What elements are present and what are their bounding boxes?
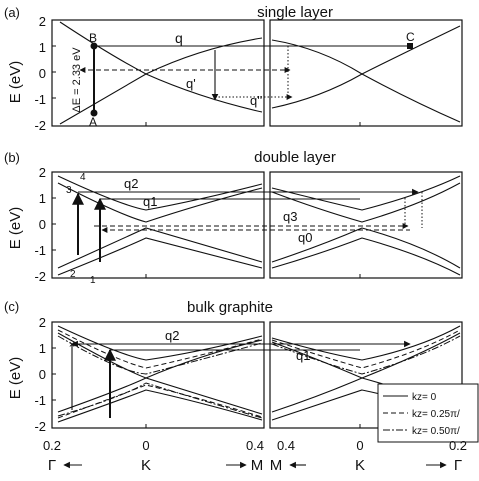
y-tick: -2 (34, 269, 46, 284)
label-q2: q2 (165, 328, 179, 343)
tick-marks (52, 197, 361, 278)
label-C: C (406, 30, 415, 44)
y-tick: -2 (34, 419, 46, 434)
y-tick: 0 (39, 367, 46, 382)
y-tick: 2 (39, 165, 46, 180)
panel-bulk-graphite: (c) bulk graphite E (eV) 2 1 0 -1 -2 (4, 299, 479, 443)
y-axis-label: E (eV) (7, 61, 24, 104)
y-tick: 0 (39, 217, 46, 232)
x-tick: 0.4 (277, 438, 295, 453)
band-label-2: 2 (70, 269, 76, 280)
x-tick: 0.4 (246, 438, 264, 453)
panel-title: double layer (254, 149, 336, 166)
y-tick-labels: 2 1 0 -1 -2 (34, 315, 46, 434)
label-q-prime: q' (186, 76, 196, 91)
y-tick: -1 (34, 92, 46, 107)
panel-letter: (c) (4, 299, 19, 314)
transition-arrows (79, 45, 410, 113)
label-q1: q1 (143, 194, 157, 209)
panel-double-layer: (b) double layer E (eV) 2 1 0 -1 -2 (4, 149, 463, 286)
point-m-right: M (270, 457, 283, 474)
label-q0: q0 (298, 230, 312, 245)
y-tick: 2 (39, 14, 46, 29)
point-k-left: K (141, 457, 151, 474)
annotations: q2 q1 (165, 328, 310, 363)
band-lines (59, 21, 461, 125)
y-tick: 2 (39, 315, 46, 330)
transition-arrows (72, 188, 423, 262)
panel-title: bulk graphite (187, 299, 273, 316)
transition-arrows (71, 340, 411, 418)
label-q2: q2 (124, 176, 138, 191)
label-B: B (89, 31, 97, 45)
right-plot-frame (269, 19, 463, 127)
label-q-double-prime: q'' (250, 93, 262, 108)
panel-letter: (b) (4, 150, 20, 165)
band-label-3: 3 (66, 185, 72, 196)
y-tick: 1 (39, 191, 46, 206)
left-plot-frame (51, 321, 265, 429)
x-tick: 0 (356, 438, 363, 453)
tick-marks (52, 45, 361, 126)
point-m-left: M (251, 457, 264, 474)
annotations: 4 3 2 1 q2 q1 q3 q0 (66, 172, 312, 286)
cross-marker: × (69, 339, 75, 351)
y-tick: -2 (34, 118, 46, 133)
x-tick: 0 (142, 438, 149, 453)
point-gamma-right: Γ (454, 457, 462, 474)
point-gamma-left: Γ (48, 457, 56, 474)
left-plot-frame (51, 171, 265, 279)
label-q3: q3 (283, 209, 297, 224)
annotations: B A C q q' q'' ΔE = 2.33 eV (71, 30, 415, 129)
y-tick-labels: 2 1 0 -1 -2 (34, 14, 46, 133)
left-plot-frame (51, 19, 265, 127)
band-label-4: 4 (80, 172, 86, 183)
x-tick: 0.2 (43, 438, 61, 453)
label-q: q (175, 30, 183, 46)
y-tick-labels: 2 1 0 -1 -2 (34, 165, 46, 284)
legend-label: kz= 0.25π/ (412, 409, 460, 420)
right-plot-frame (269, 171, 463, 279)
legend: kz= 0 kz= 0.25π/ kz= 0.50π/ (377, 383, 479, 443)
y-tick: -1 (34, 243, 46, 258)
tick-marks (52, 347, 361, 428)
band-label-1: 1 (90, 275, 96, 286)
legend-label: kz= 0.50π/ (412, 426, 460, 437)
point-B (90, 42, 98, 50)
label-q1: q1 (296, 348, 310, 363)
point-A (90, 109, 98, 117)
panel-letter: (a) (4, 5, 20, 20)
legend-label: kz= 0 (412, 392, 437, 403)
point-k-right: K (355, 457, 365, 474)
x-tick: 0.2 (449, 438, 467, 453)
point-C (407, 43, 413, 49)
panel-single-layer: (a) single layer E (eV) 2 1 0 -1 -2 (4, 4, 463, 133)
panel-title: single layer (257, 4, 333, 21)
y-tick: 0 (39, 66, 46, 81)
right-plot-frame (269, 321, 463, 429)
x-axis: 0.2 0 0.4 0.4 0 0.2 Γ K M M K Γ (43, 438, 467, 474)
label-delta-e: ΔE = 2.33 eV (71, 47, 83, 113)
y-axis-label: E (eV) (7, 207, 24, 250)
y-tick: 1 (39, 40, 46, 55)
y-tick: -1 (34, 393, 46, 408)
y-tick: 1 (39, 341, 46, 356)
y-axis-label: E (eV) (7, 357, 24, 400)
label-A: A (89, 115, 97, 129)
